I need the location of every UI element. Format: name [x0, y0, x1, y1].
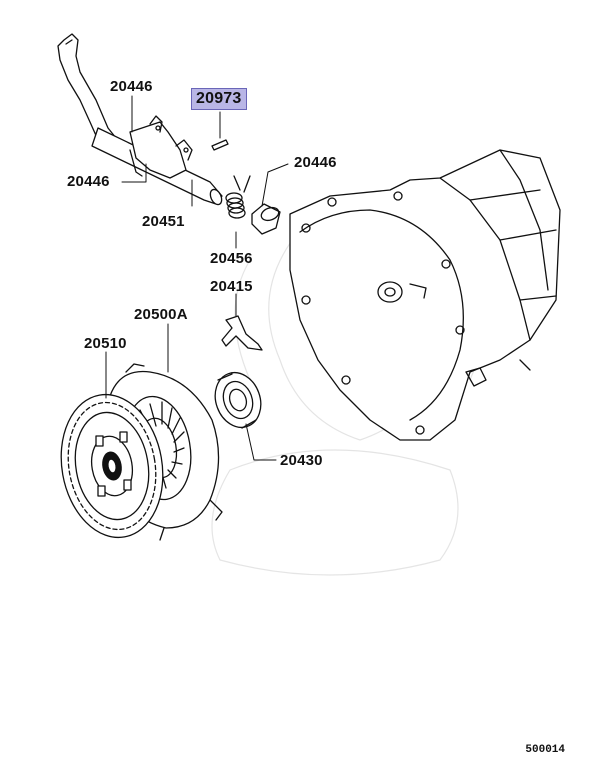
clip-20415 — [221, 315, 263, 351]
return-spring-20456 — [225, 175, 251, 219]
callout-20973: 20973 — [191, 88, 247, 110]
pin-20973 — [211, 139, 229, 151]
release-bearing-20430 — [214, 371, 262, 429]
callout-20456: 20456 — [210, 250, 253, 267]
callout-20415: 20415 — [210, 278, 253, 295]
callout-20430: 20430 — [280, 452, 323, 469]
clutch-disc-20510 — [60, 393, 164, 539]
callout-20446-right: 20446 — [294, 154, 337, 171]
callout-20451: 20451 — [142, 213, 185, 230]
callout-20446-left: 20446 — [67, 173, 110, 190]
release-fork-assembly — [57, 33, 223, 206]
callout-20510: 20510 — [84, 335, 127, 352]
callout-20500a: 20500A — [134, 306, 188, 323]
callout-20446-top: 20446 — [110, 78, 153, 95]
reference-code: 500014 — [525, 744, 565, 756]
bushing-20446 — [251, 203, 281, 235]
transmission-housing — [289, 149, 561, 441]
leader-lines — [105, 95, 289, 461]
